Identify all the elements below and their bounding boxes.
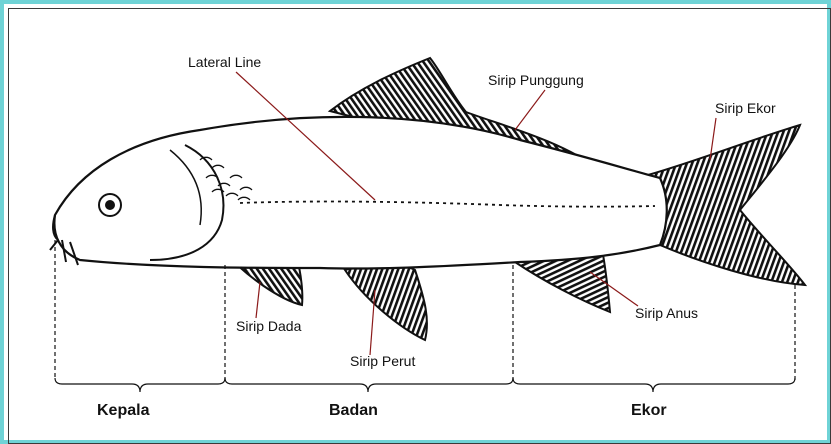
label-lateral-line: Lateral Line — [188, 54, 261, 70]
label-sirip-dada: Sirip Dada — [236, 318, 302, 334]
pelvic-fin — [345, 264, 427, 340]
eye-pupil — [105, 200, 115, 210]
section-badan: Badan — [329, 402, 378, 419]
section-kepala: Kepala — [97, 402, 150, 419]
label-sirip-perut: Sirip Perut — [350, 353, 415, 369]
label-sirip-ekor: Sirip Ekor — [715, 100, 776, 116]
tail-fin — [648, 125, 805, 285]
fish-body — [54, 117, 666, 269]
section-ekor: Ekor — [631, 402, 667, 419]
label-sirip-punggung: Sirip Punggung — [488, 72, 584, 88]
label-sirip-anus: Sirip Anus — [635, 305, 698, 321]
